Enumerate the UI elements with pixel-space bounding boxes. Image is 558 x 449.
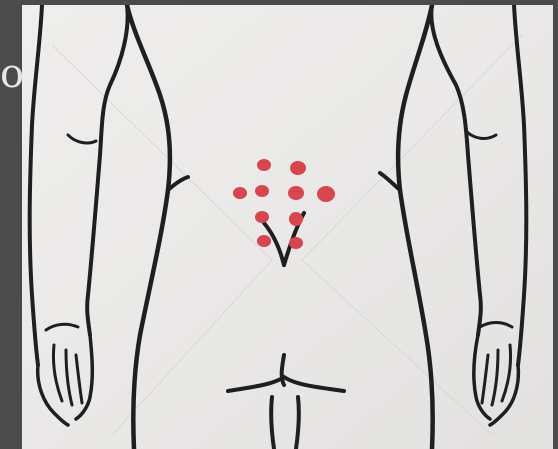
acupoint-marker (255, 211, 269, 223)
groin-center (282, 355, 284, 385)
acupoint-marker (288, 186, 304, 200)
acupoint-marker (290, 161, 306, 175)
acupoint-marker (317, 186, 335, 202)
acupoint-marker (289, 237, 303, 249)
acupoint-marker (257, 159, 271, 171)
torso-outline-drawing (22, 5, 553, 449)
acupoint-marker (257, 235, 271, 247)
acupoint-marker (255, 185, 269, 197)
caption-fragment: o (0, 50, 24, 98)
right-border (553, 0, 558, 449)
acupoint-marker (289, 212, 303, 226)
body-illustration (22, 5, 553, 449)
acupoint-marker (233, 187, 247, 199)
